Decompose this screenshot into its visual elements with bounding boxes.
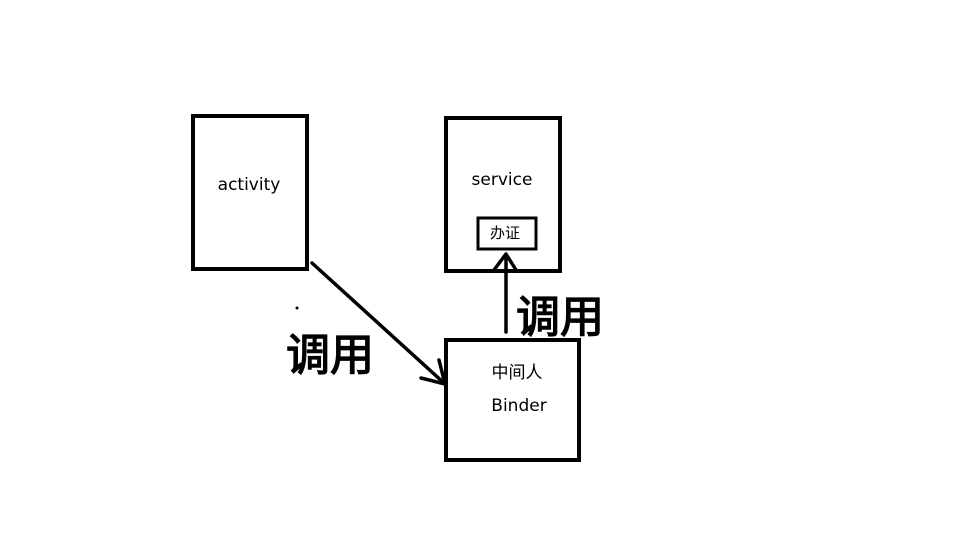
activity-label: activity [218,175,281,195]
service-inner-label: 办证 [490,224,520,242]
service-box [444,116,562,273]
arrow-binder-to-service-head [492,252,518,272]
edge-label-activity-to-binder: 调用 [286,330,374,381]
binder-box [444,338,581,462]
service-node: service 办证 [444,116,562,273]
service-inner-box [476,216,538,251]
activity-box [191,114,309,271]
binder-label-line1: 中间人 [492,363,543,383]
binder-label-line2: Binder [491,396,546,416]
arrow-binder-to-service [492,252,518,334]
service-label: service [472,170,533,190]
arrow-activity-to-binder-line [310,261,446,385]
stray-dot [295,306,299,310]
arrow-activity-to-binder [310,261,447,386]
activity-node: activity [191,114,309,271]
arrow-activity-to-binder-head [419,358,447,386]
edge-label-binder-to-service: 调用 [516,292,604,343]
binder-node: 中间人 Binder [444,338,581,462]
